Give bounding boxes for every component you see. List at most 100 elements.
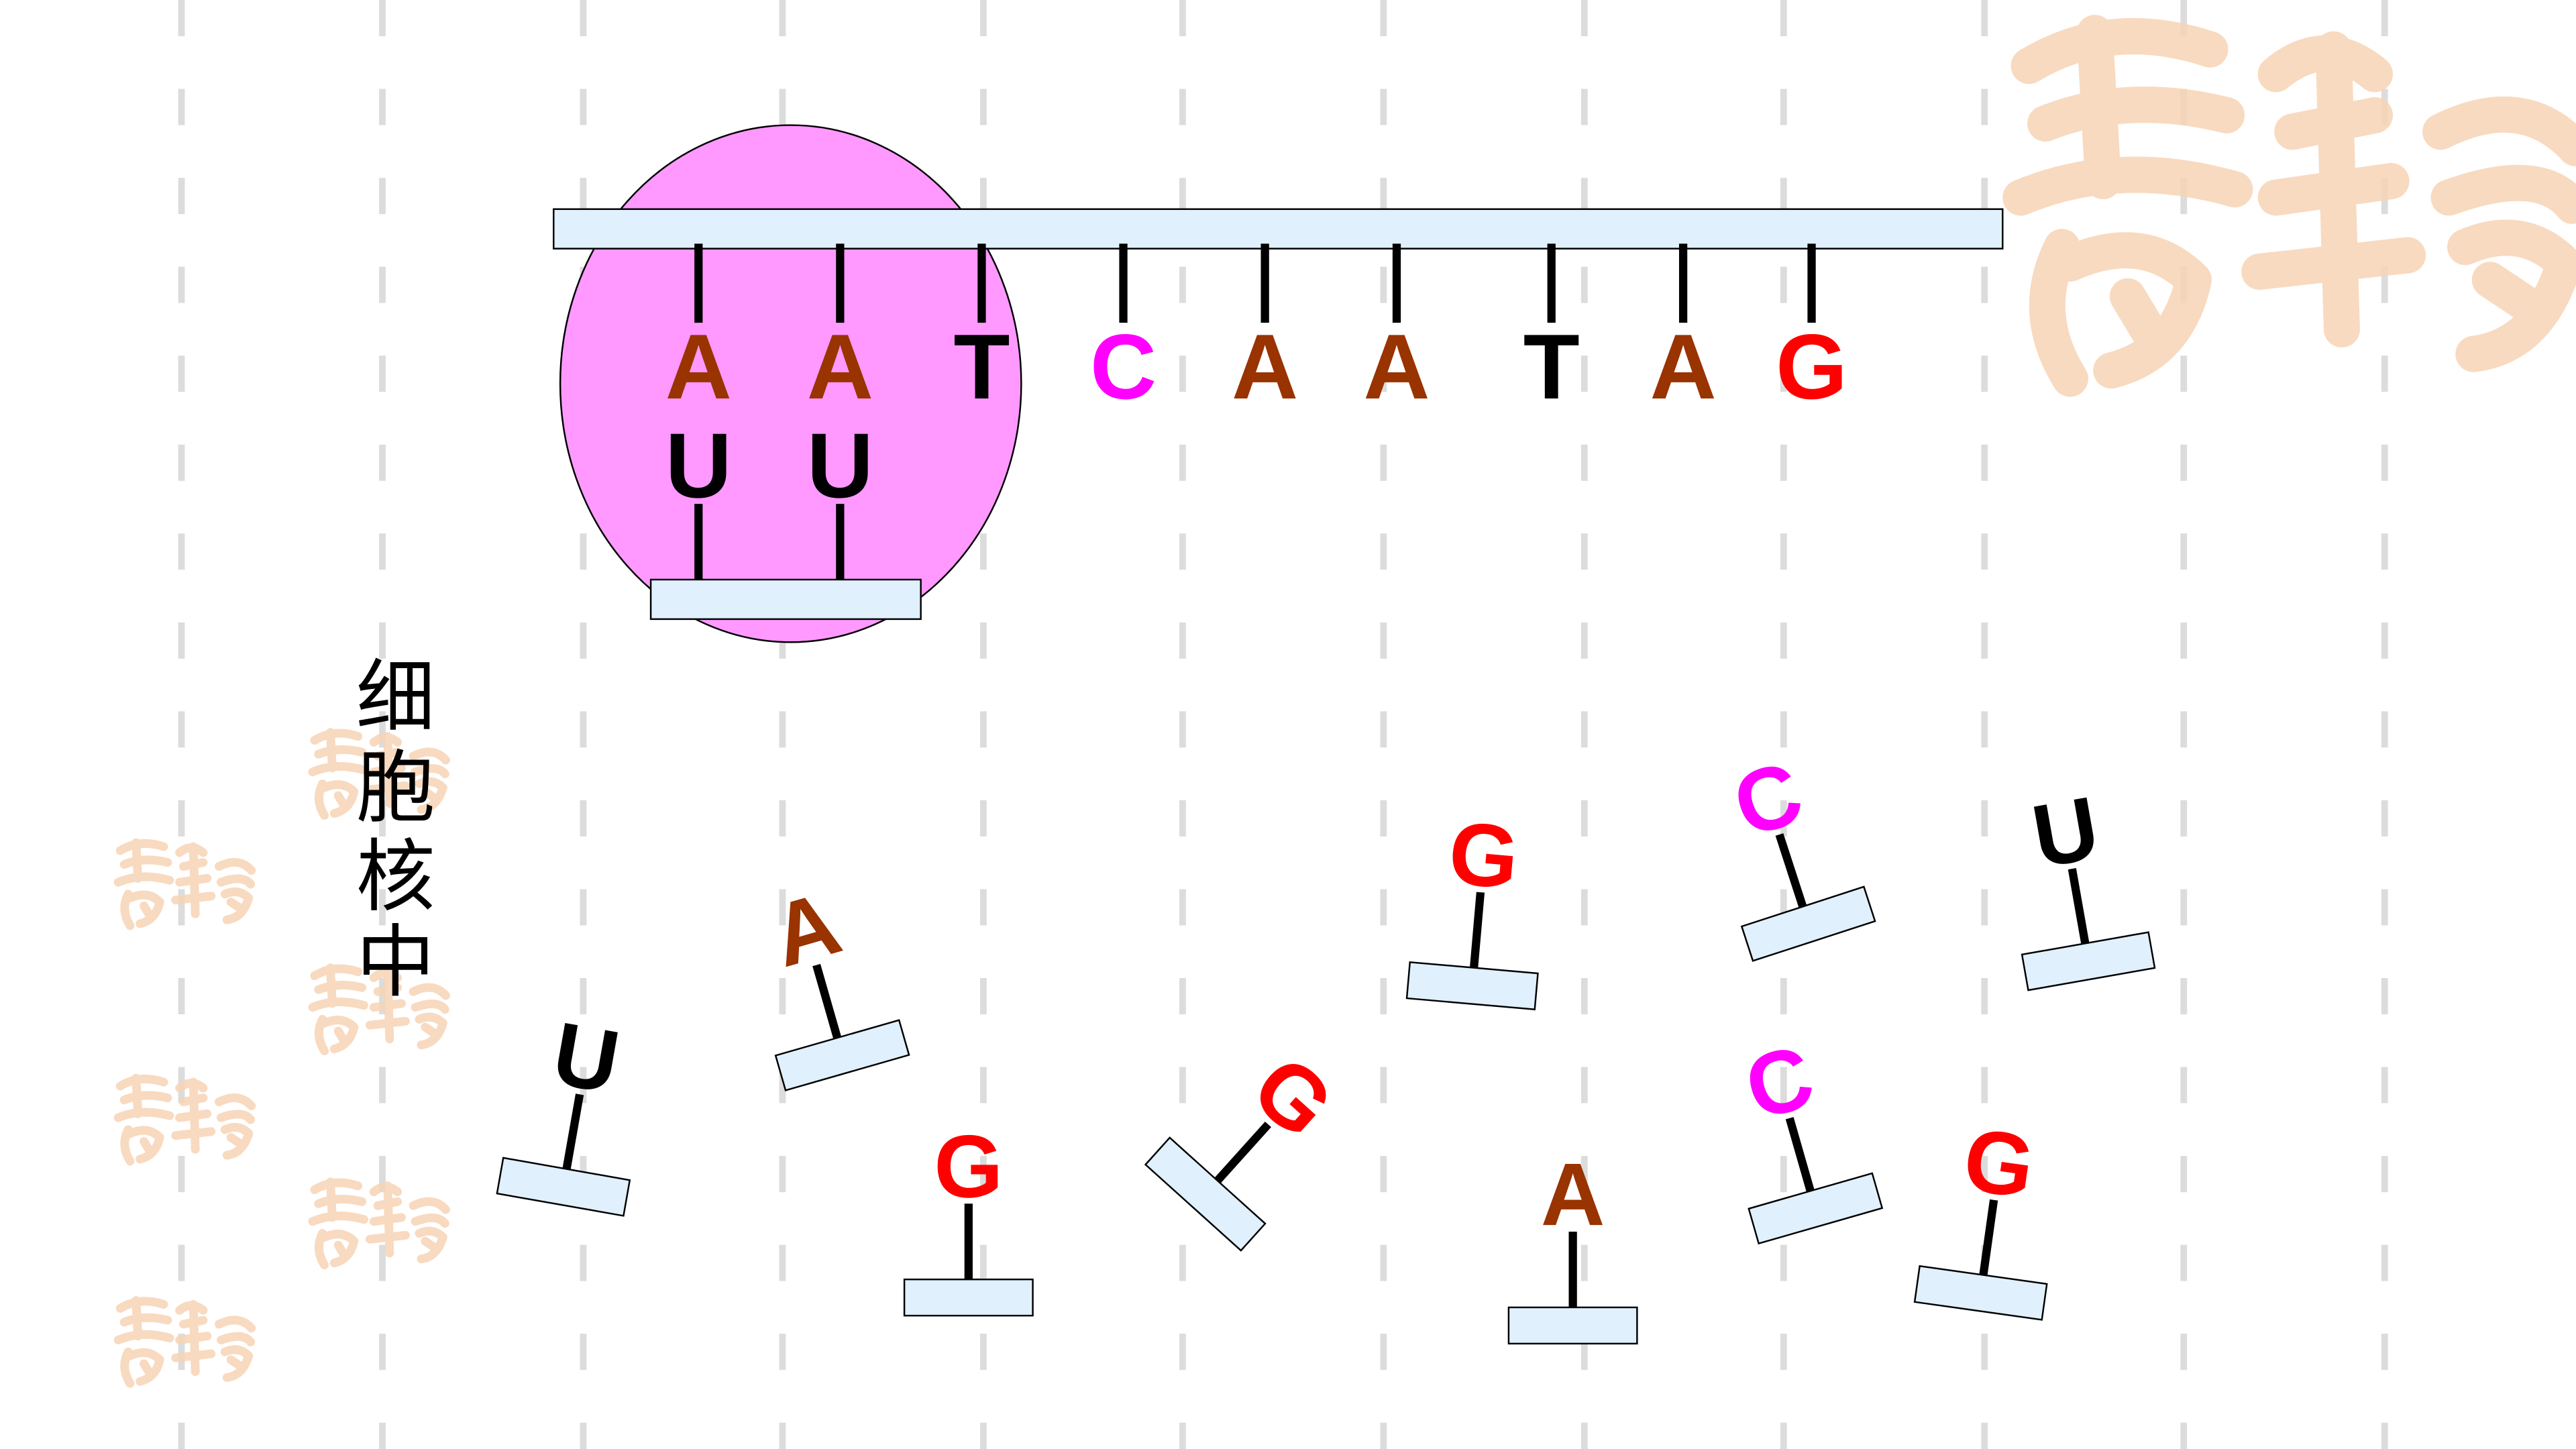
dna-base: A [665,244,732,419]
decorative-seals [113,15,2576,1388]
free-nucleotide: G [903,1117,1034,1317]
free-nucleotide-stick [1979,1199,1998,1276]
rna-transcript-backbone [649,578,922,621]
background-stripes [178,0,2388,1449]
dna-base-letter: A [1363,316,1430,419]
dna-base-letter: A [807,316,873,419]
seal-stroke [409,1197,450,1264]
free-nucleotide-backbone [1748,1172,1884,1245]
seal-stroke [409,747,450,814]
free-nucleotide-backbone [1405,961,1539,1011]
seal-stroke [315,1014,359,1055]
seal-small-icon [113,1073,256,1166]
seal-stroke [2029,229,2212,397]
seal-stroke [315,1228,359,1270]
seal-stroke [308,963,368,1012]
seal-small-icon [113,838,256,930]
seal-stroke [171,842,216,918]
seal-stroke [120,890,164,930]
free-nucleotide-letter: G [934,1117,1003,1216]
free-nucleotide-letter: A [1541,1145,1605,1244]
free-nucleotide-letter: G [1445,803,1523,908]
seal-stroke [365,1181,410,1258]
seal-large-icon [2002,15,2576,397]
free-nucleotide-stick [812,963,842,1039]
seal-stroke [365,732,410,808]
dna-base: A [807,244,873,419]
rna-base: U [665,415,732,580]
seal-stroke [365,967,410,1044]
free-nucleotide: U [496,1004,631,1217]
free-nucleotide-stick [1775,833,1807,908]
free-nucleotide: A [1507,1145,1638,1345]
free-nucleotide-backbone [496,1157,631,1217]
seal-stroke [215,1093,256,1160]
seal-stroke [171,1077,216,1154]
free-nucleotide-backbone [903,1278,1034,1317]
seal-stroke [2002,15,2253,216]
dna-base: A [1232,244,1298,419]
seal-stroke [120,1347,164,1388]
location-label-char: 中 [356,916,435,1008]
seal-stroke [171,1300,216,1377]
dna-base: A [1363,244,1430,419]
free-nucleotide-stick [1470,892,1485,969]
free-nucleotide-backbone [1144,1136,1267,1252]
seal-stroke [113,1296,174,1344]
seal-small-icon [308,963,450,1055]
dna-base-letter: A [1650,316,1716,419]
dna-base-letter: A [665,316,732,419]
free-nucleotide-backbone [774,1019,910,1091]
rna-polymerase [559,124,1022,643]
free-nucleotide-stick [1785,1117,1815,1193]
free-nucleotide: U [2021,778,2156,991]
dna-base-letter: C [1090,316,1157,419]
seal-stroke [113,1073,174,1122]
free-nucleotide-backbone [1740,885,1876,962]
free-nucleotide: G [1144,1037,1352,1252]
seal-stroke [308,1177,368,1226]
rna-base-letter: U [807,415,873,517]
location-label: 细 胞 核 中 [356,651,435,1008]
dna-base: G [1776,244,1847,419]
free-nucleotide: G [1913,1110,2048,1321]
dna-base: T [953,244,1010,419]
free-nucleotide: A [762,873,910,1091]
free-nucleotide-letter: A [762,873,851,987]
free-nucleotide-stick [1214,1121,1271,1184]
free-nucleotide-backbone [1507,1306,1638,1345]
free-nucleotide: C [1722,743,1876,962]
seal-stroke [215,858,256,924]
dna-base: C [1090,244,1157,419]
seal-stroke [308,728,368,777]
free-nucleotide-stick [562,1093,584,1170]
dna-base-letter: T [1523,316,1580,419]
dna-base-letter: A [1232,316,1298,419]
seal-small-icon [308,1177,450,1270]
dna-base: T [1523,244,1580,419]
dna-base: A [1650,244,1717,419]
rna-base: U [807,415,873,580]
seal-small-icon [308,728,450,820]
seal-stroke [120,1125,164,1166]
dna-base-letter: T [953,316,1010,419]
seal-stroke [215,1316,256,1382]
free-nucleotide-letter: C [1722,743,1814,857]
seal-stroke [409,983,450,1050]
free-nucleotide: C [1735,1026,1884,1245]
location-label-char: 胞 [356,742,435,834]
location-label-char: 核 [356,831,435,923]
seal-stroke [2422,96,2576,372]
seal-stroke [113,838,174,887]
rna-base-letter: U [665,415,732,517]
free-nucleotide-letter: C [1735,1026,1824,1140]
free-nucleotide-letter: U [2025,778,2106,887]
free-nucleotide-stick [2068,868,2090,945]
free-nucleotide: G [1405,803,1539,1011]
seal-small-icon [113,1296,256,1388]
free-nucleotide-backbone [2021,931,2156,991]
